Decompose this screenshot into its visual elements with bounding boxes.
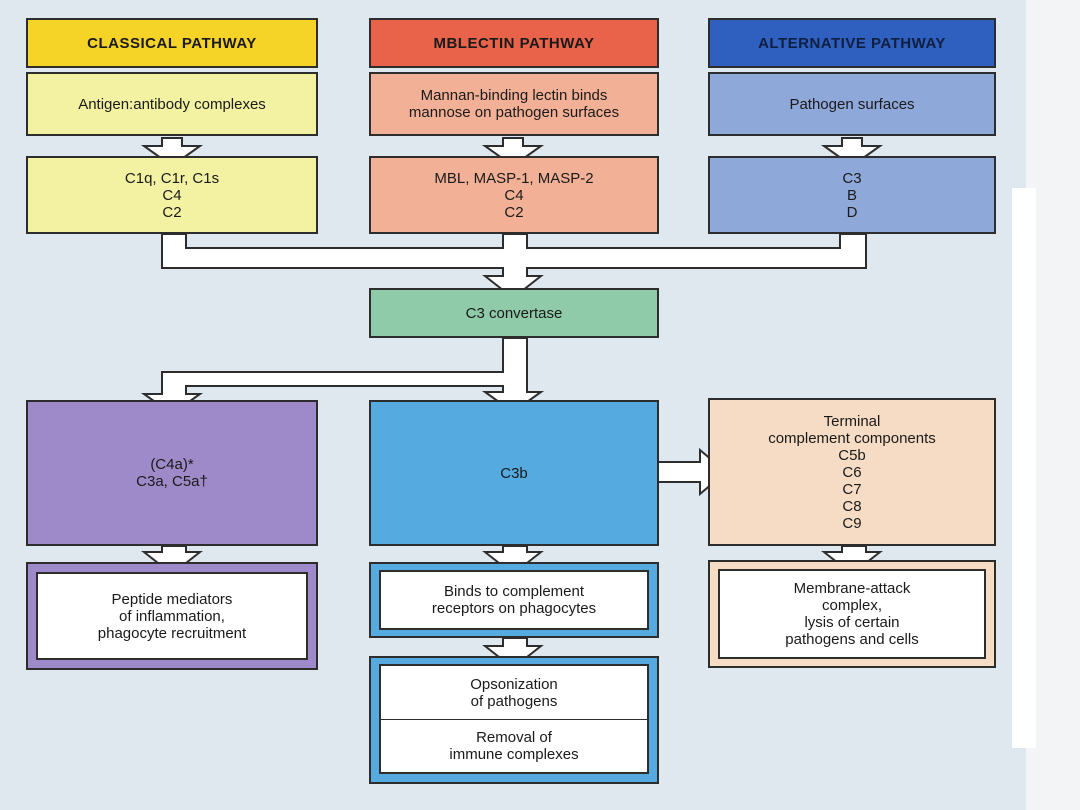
classical-pathway-header: CLASSICAL PATHWAY (26, 18, 318, 68)
c3b-box: C3b (369, 400, 659, 546)
merge-arrow-to-convertase (161, 233, 867, 300)
opsonization-box: Opsonization of pathogens (379, 664, 649, 720)
alternative-components-box: C3 B D (708, 156, 996, 234)
split-arrow-from-convertase (140, 337, 545, 416)
alternative-trigger-box: Pathogen surfaces (708, 72, 996, 136)
receptors-outcome-frame: Binds to complement receptors on phagocy… (369, 562, 659, 638)
classical-trigger-box: Antigen:antibody complexes (26, 72, 318, 136)
classical-components-box: C1q, C1r, C1s C4 C2 (26, 156, 318, 234)
opsonization-outcome-frame: Opsonization of pathogens Removal of imm… (369, 656, 659, 784)
removal-box: Removal of immune complexes (379, 719, 649, 774)
mblectin-pathway-header: MBLECTIN PATHWAY (369, 18, 659, 68)
inflammation-outcome-box: Peptide mediators of inflammation, phago… (36, 572, 308, 660)
mblectin-components-box: MBL, MASP-1, MASP-2 C4 C2 (369, 156, 659, 234)
c3-convertase-box: C3 convertase (369, 288, 659, 338)
mac-outcome-box: Membrane-attack complex, lysis of certai… (718, 569, 986, 659)
inflammation-outcome-frame: Peptide mediators of inflammation, phago… (26, 562, 318, 670)
peptide-fragments-box: (C4a)* C3a, C5a† (26, 400, 318, 546)
mblectin-trigger-box: Mannan-binding lectin binds mannose on p… (369, 72, 659, 136)
terminal-components-box: Terminal complement components C5b C6 C7… (708, 398, 996, 546)
alternative-pathway-header: ALTERNATIVE PATHWAY (708, 18, 996, 68)
mac-outcome-frame: Membrane-attack complex, lysis of certai… (708, 560, 996, 668)
slide-panel-edge (1012, 188, 1036, 748)
receptors-outcome-box: Binds to complement receptors on phagocy… (379, 570, 649, 630)
